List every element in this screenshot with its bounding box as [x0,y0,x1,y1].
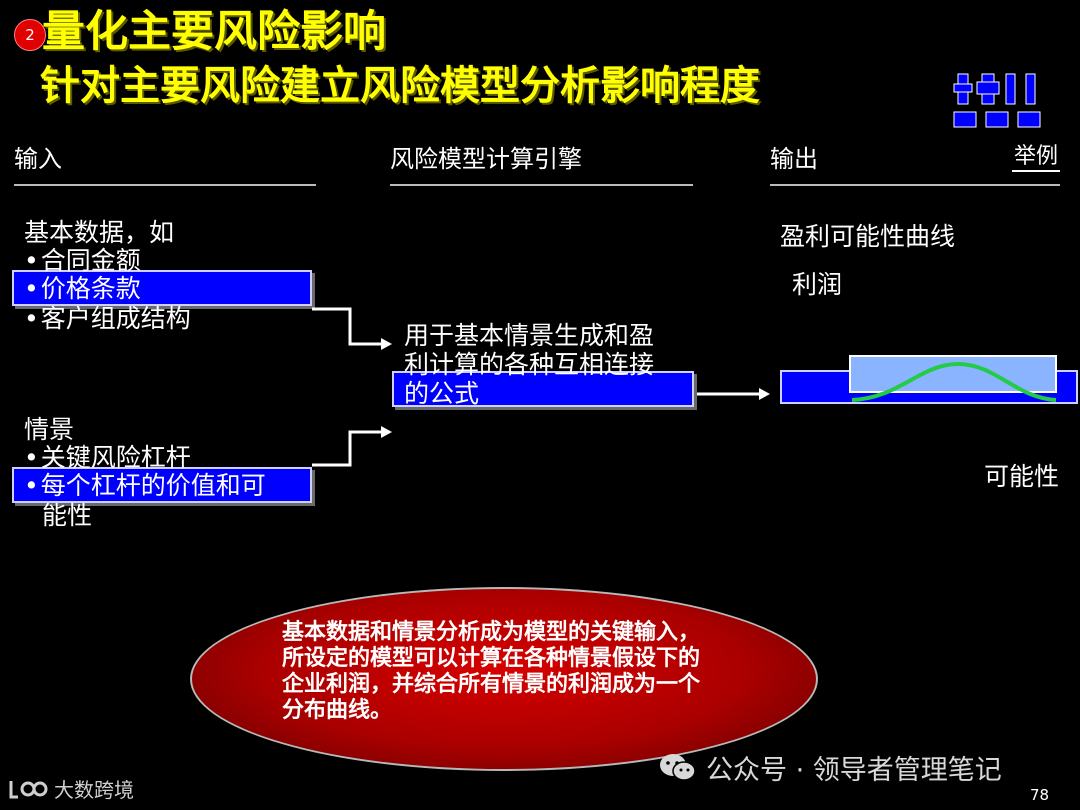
highlight-engine-formula [392,371,694,407]
step-badge: 2 [14,19,46,51]
bar-chart-icon [950,72,1050,130]
probability-axis-label: 可能性 [984,462,1060,491]
column-input-header: 输入 [14,145,62,173]
list-item: 客户组成结构 [24,304,191,333]
page-title: 量化主要风险影响 [42,7,386,57]
brand-logo-icon [8,777,48,801]
footer-brand-right: 公众号 · 领导者管理笔记 [658,748,1002,787]
list-item: 合同金额 [24,246,141,275]
column-output-divider [770,184,1060,186]
profit-axis-label: 利润 [792,270,843,299]
profit-curve-graphic [780,354,1078,404]
list-item: 关键风险杠杆 [24,443,191,472]
page-subtitle: 针对主要风险建立风险模型分析影响程度 [40,63,760,109]
engine-text-line: 的公式 [404,379,480,408]
scenario-heading: 情景 [24,415,75,444]
footer-brand-right-text: 公众号 · 领导者管理笔记 [706,755,1002,786]
summary-line: 分布曲线。 [282,698,393,723]
footer-brand-left-text: 大数跨境 [54,778,134,802]
summary-line: 基本数据和情景分析成为模型的关键输入， [282,620,701,645]
list-item: 每个杠杆的价值和可 [24,471,266,500]
basic-data-heading: 基本数据，如 [24,218,175,247]
engine-text-line: 用于基本情景生成和盈 [404,321,655,350]
summary-line: 所设定的模型可以计算在各种情景假设下的 [282,646,701,671]
footer-brand-left: 大数跨境 [8,774,134,803]
curve-title: 盈利可能性曲线 [780,222,956,251]
list-item: 价格条款 [24,274,141,303]
list-item-continued: 能性 [42,501,93,530]
column-engine-header: 风险模型计算引擎 [390,145,582,173]
summary-ellipse [190,587,818,771]
engine-text-line: 利计算的各种互相连接 [404,350,655,379]
summary-line: 企业利润，并综合所有情景的利润成为一个 [282,672,701,697]
column-engine-divider [390,184,693,186]
column-output-header: 输出 [770,145,818,173]
example-label: 举例 [1012,138,1061,172]
summary-text: 基本数据和情景分析成为模型的关键输入， 所设定的模型可以计算在各种情景假设下的 … [282,620,700,724]
page-number: 78 [1030,786,1050,804]
column-input-divider [14,184,316,186]
wechat-icon [658,752,698,784]
